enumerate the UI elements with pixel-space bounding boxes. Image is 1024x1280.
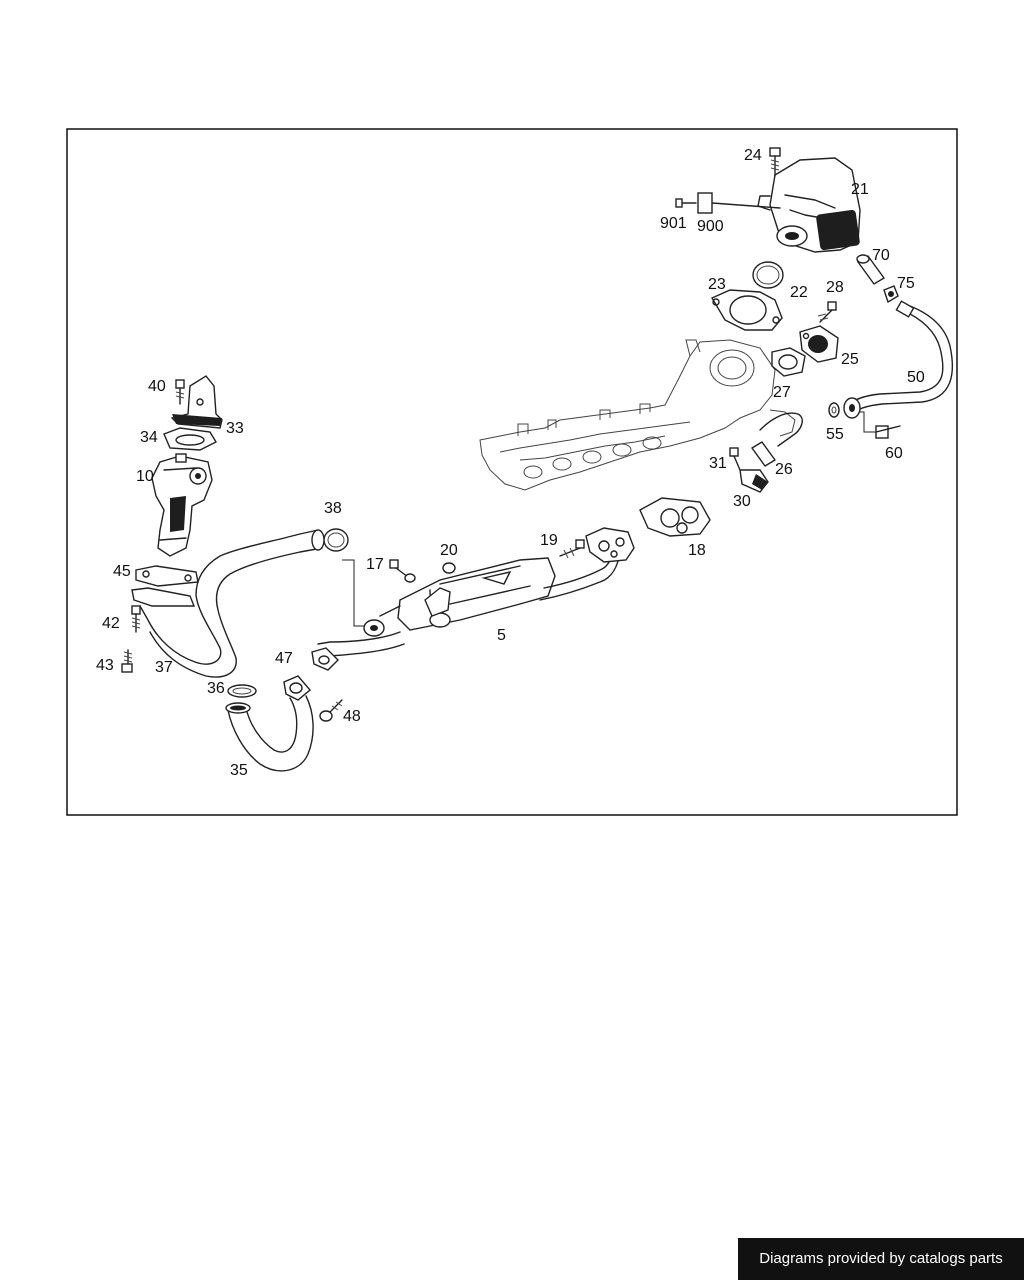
label-34: 34 <box>140 429 158 446</box>
label-22: 22 <box>790 284 808 301</box>
label-48: 48 <box>343 708 361 725</box>
label-25: 25 <box>841 351 859 368</box>
label-70: 70 <box>872 247 890 264</box>
label-26: 26 <box>775 461 793 478</box>
gasket-45 <box>135 565 199 587</box>
label-5: 5 <box>497 627 506 644</box>
bolt-42 <box>131 605 141 633</box>
label-900: 900 <box>697 218 724 235</box>
egr-valve-10 <box>151 453 213 557</box>
union-75 <box>883 285 899 304</box>
diagram-frame <box>66 128 958 816</box>
egr-pipe-37 <box>131 529 325 678</box>
engine-block-outline <box>479 339 796 491</box>
label-55: 55 <box>826 426 844 443</box>
part-labels: 24 21 901 900 70 75 23 22 28 25 50 40 27… <box>96 147 925 779</box>
gasket-34 <box>163 427 217 451</box>
label-36: 36 <box>207 680 225 697</box>
cooler-inlet-pipe <box>317 631 401 645</box>
cooler-outlet-pipe <box>539 551 621 601</box>
label-60: 60 <box>885 445 903 462</box>
label-24: 24 <box>744 147 762 164</box>
bolt-24 <box>769 147 781 177</box>
gasket-47 <box>311 647 339 671</box>
label-50: 50 <box>907 369 925 386</box>
label-27: 27 <box>773 384 791 401</box>
label-47: 47 <box>275 650 293 667</box>
label-35: 35 <box>230 762 248 779</box>
label-33: 33 <box>226 420 244 437</box>
label-37: 37 <box>155 659 173 676</box>
label-42: 42 <box>102 615 120 632</box>
label-23: 23 <box>708 276 726 293</box>
bolt-31 <box>729 447 741 471</box>
bolt-60 <box>860 411 901 439</box>
label-10: 10 <box>136 468 154 485</box>
label-19: 19 <box>540 532 558 549</box>
sleeve-70 <box>856 254 886 285</box>
credit-banner: Diagrams provided by catalogs parts <box>738 1238 1024 1280</box>
pipe-35 <box>225 695 314 772</box>
seal-ring-38 <box>323 528 349 552</box>
gasket-23 <box>710 289 783 331</box>
label-31: 31 <box>709 455 727 472</box>
label-20: 20 <box>440 542 458 559</box>
label-28: 28 <box>826 279 844 296</box>
clamp-30 <box>739 469 769 493</box>
flange-25 <box>799 325 839 363</box>
label-40: 40 <box>148 378 166 395</box>
bolt-19 <box>559 539 585 559</box>
pipe-50 <box>845 300 953 415</box>
bolt-43 <box>121 649 133 673</box>
bolt-48 <box>319 699 343 722</box>
label-38: 38 <box>324 500 342 517</box>
bolt-17 <box>389 559 416 583</box>
egr-cooler-5 <box>363 557 556 637</box>
bolt-28 <box>817 301 837 323</box>
flange-35 <box>283 675 311 701</box>
flange-19-plate <box>585 527 635 563</box>
banjo-fitting <box>843 397 861 419</box>
connector-900 <box>675 192 781 214</box>
egr-valve-21 <box>757 157 861 253</box>
gasket-26 <box>751 441 776 467</box>
label-45: 45 <box>113 563 131 580</box>
label-901: 901 <box>660 215 687 232</box>
bracket-33 <box>170 375 223 429</box>
bolt-40 <box>175 379 185 405</box>
exhaust-bend <box>759 412 803 447</box>
label-17: 17 <box>366 556 384 573</box>
gasket-27 <box>771 347 806 377</box>
washer-55 <box>828 402 840 418</box>
seal-ring-20 <box>442 562 456 574</box>
label-43: 43 <box>96 657 114 674</box>
label-21: 21 <box>851 181 869 198</box>
label-75: 75 <box>897 275 915 292</box>
gasket-18 <box>639 497 711 537</box>
seal-ring-22 <box>752 261 784 289</box>
label-30: 30 <box>733 493 751 510</box>
seal-ring-36 <box>227 684 257 698</box>
label-18: 18 <box>688 542 706 559</box>
